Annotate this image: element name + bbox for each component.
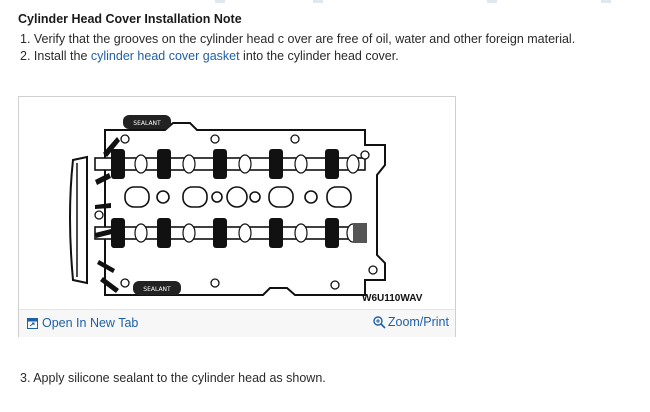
step-3-text: 3. Apply silicone sealant to the cylinde…	[20, 371, 326, 385]
step-2: 2. Install the cylinder head cover gaske…	[20, 48, 575, 65]
figure-code: W6U110WAV	[362, 293, 423, 304]
open-in-new-tab-link[interactable]: Open In New Tab	[27, 316, 138, 330]
svg-text:SEALANT: SEALANT	[133, 120, 161, 127]
figure-panel: SEALANT SEALANT W6U110WAV Open In New Ta…	[18, 96, 456, 337]
sealant-callout-top: SEALANT	[123, 115, 171, 129]
steps-list: 1. Verify that the grooves on the cylind…	[20, 31, 575, 65]
zoom-print-label: Zoom/Print	[387, 315, 449, 329]
step-2-text: 2. Install the	[20, 49, 91, 63]
zoom-magnifier-icon	[373, 315, 386, 329]
step-2-text-end: into the cylinder head cover.	[239, 49, 399, 63]
section-title: Cylinder Head Cover Installation Note	[18, 12, 242, 26]
step-1: 1. Verify that the grooves on the cylind…	[20, 31, 575, 48]
step-1-text: 1. Verify that the grooves on the cylind…	[20, 32, 576, 46]
top-scroll-strip	[0, 0, 650, 6]
cylinder-head-diagram[interactable]: SEALANT SEALANT	[65, 105, 423, 305]
sealant-callout-bottom: SEALANT	[133, 281, 181, 295]
open-in-new-tab-label: Open In New Tab	[42, 316, 139, 330]
figure-toolbar: Open In New Tab Zoom/Print	[19, 309, 455, 337]
svg-text:SEALANT: SEALANT	[143, 286, 171, 293]
step-3: 3. Apply silicone sealant to the cylinde…	[20, 371, 326, 385]
cylinder-head-cover-gasket-link[interactable]: cylinder head cover gasket	[90, 49, 240, 63]
zoom-print-link[interactable]: Zoom/Print	[373, 315, 449, 329]
open-new-tab-icon	[27, 317, 38, 329]
